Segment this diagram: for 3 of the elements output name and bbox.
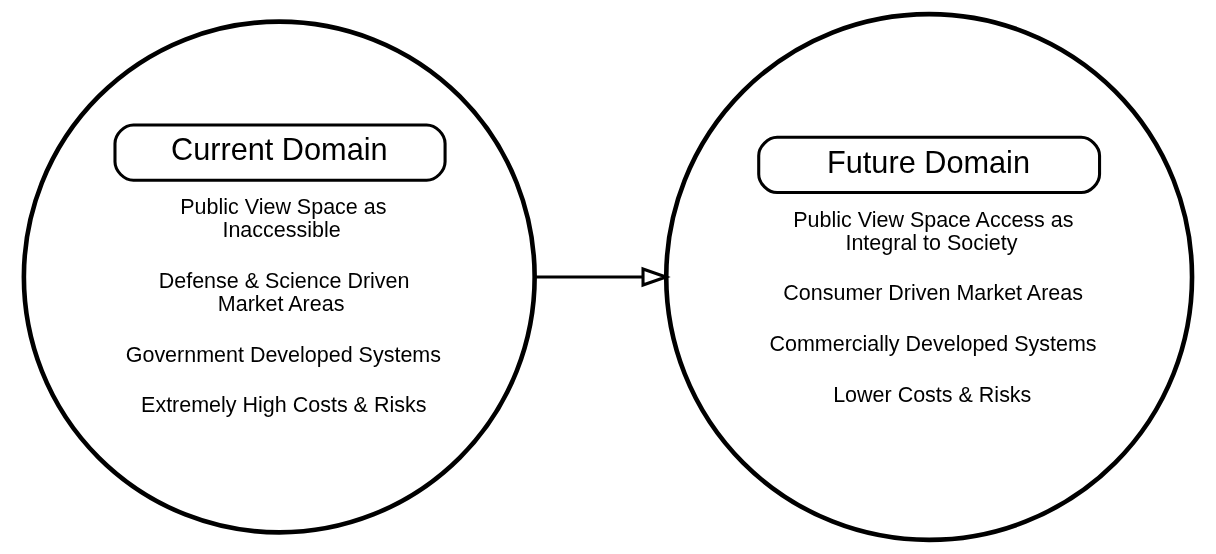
- node-circle: Current Domain Public View Space as Inaccessible Defense & Science Driven Market Areas Government Developed Systems Extremely High Costs & Risks: [21, 19, 537, 535]
- node-circle: Future Domain Public View Space Access as Integral to Society Consumer Driven Market Areas Commercially Developed Systems Lower Costs & Risks: [663, 11, 1195, 543]
- arrow: [534, 266, 671, 288]
